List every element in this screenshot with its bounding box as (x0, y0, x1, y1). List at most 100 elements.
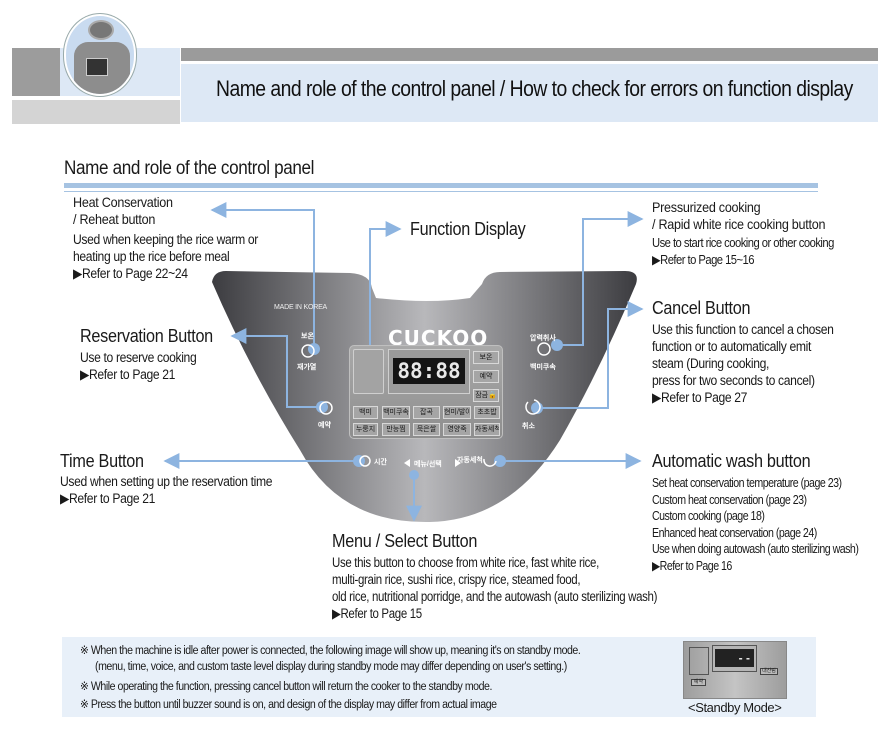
section-divider-thin (64, 191, 818, 192)
callout-ref: ▶Refer to Page 22~24 (73, 266, 188, 281)
leader-cancel (538, 301, 644, 409)
leader-function-display (369, 221, 402, 352)
reservation-clock-icon (319, 401, 333, 415)
time-button-label: 시간 (374, 459, 387, 466)
header-lightgray-block (12, 100, 180, 124)
callout-ref: ▶Refer to Page 15 (332, 606, 422, 621)
callout-title: / Rapid white rice cooking button (652, 216, 826, 232)
callout-desc: old rice, nutritional porridge, and the … (332, 589, 658, 604)
callout-desc: Custom cooking (page 18) (652, 509, 765, 523)
note-line-4: ※ Press the button until buzzer sound is… (80, 699, 497, 711)
callout-desc: Enhanced heat conservation (page 24) (652, 525, 817, 540)
autowash-button-label: 자동세척 (457, 457, 483, 464)
header-gray-block (12, 48, 60, 96)
warm-button-bottom-label: 재가열 (297, 364, 317, 371)
callout-desc: Use when doing autowash (auto sterilizin… (652, 542, 859, 556)
menu-item: 영양죽 (443, 423, 471, 436)
menu-left-arrow-icon (404, 459, 410, 467)
callout-heat-conservation: Heat Conservation / Reheat button Used w… (73, 194, 258, 282)
callout-title: Time Button (60, 451, 144, 471)
callout-cancel: Cancel Button Use this function to cance… (652, 297, 834, 406)
leader-pressurized (558, 211, 644, 346)
leader-reservation (230, 328, 322, 408)
thumbnail-knob (88, 20, 114, 40)
callout-desc: Use to reserve cooking (80, 350, 197, 365)
menu-item: 백미 (353, 406, 378, 419)
note-line-1: ※ When the machine is idle after power i… (80, 645, 581, 657)
menu-item: 자동세척 (474, 423, 500, 436)
section-title: Name and role of the control panel (64, 158, 315, 179)
callout-desc: Custom heat conservation (page 23) (652, 492, 807, 507)
callout-title: Menu / Select Button (332, 531, 478, 551)
note-line-2: (menu, time, voice, and custom taste lev… (95, 661, 567, 673)
display-digits: 88:88 (393, 358, 465, 384)
dot-reservation (316, 401, 328, 413)
callout-pressurized: Pressurized cooking / Rapid white rice c… (652, 199, 834, 268)
standby-left-button: 예약 (691, 679, 706, 686)
callout-desc: Used when setting up the reservation tim… (60, 474, 273, 489)
callout-desc: Use this function to cancel a chosen (652, 322, 834, 337)
dot-menu-select (409, 470, 419, 480)
callout-title: Pressurized cooking (652, 199, 761, 215)
callout-reservation: Reservation Button Use to reserve cookin… (80, 325, 213, 383)
display-window (388, 349, 470, 394)
autowash-icon (483, 458, 497, 467)
callout-ref: ▶Refer to Page 21 (60, 491, 156, 506)
callout-auto-wash: Automatic wash button Set heat conservat… (652, 450, 859, 574)
dot-auto-wash (494, 455, 506, 467)
menu-item: 묵은쌀 (413, 423, 440, 436)
note-line-3: ※ While operating the function, pressing… (80, 681, 492, 693)
menu-item: 현미/발아 (443, 406, 471, 419)
pressure-cook-icon (537, 342, 551, 356)
callout-title: Reservation Button (80, 326, 213, 346)
menu-select-button-label: 메뉴/선택 (414, 461, 442, 468)
display-right-label-2: 예약 (473, 370, 499, 383)
warm-reheat-icon (301, 344, 315, 358)
function-display-panel (349, 345, 503, 439)
page-title: Name and role of the control panel / How… (216, 76, 853, 101)
dot-heat-conservation (308, 343, 320, 355)
callout-title: / Reheat button (73, 211, 156, 227)
callout-desc: press for two seconds to cancel) (652, 373, 815, 388)
callout-desc: function or to automatically emit (652, 339, 811, 354)
cancel-icon (525, 399, 541, 415)
display-right-label-3: 잠금🔒 (473, 389, 499, 402)
callout-desc: steam (During cooking, (652, 356, 770, 371)
display-right-label-1: 보온 (473, 351, 499, 364)
dot-pressurized (551, 339, 563, 351)
cooker-thumbnail (64, 14, 136, 96)
callout-desc: Used when keeping the rice warm or (73, 232, 258, 247)
menu-right-arrow-icon (455, 459, 461, 467)
standby-caption: <Standby Mode> (688, 700, 782, 715)
brand-logo: CUCKOO (388, 326, 489, 350)
panel-face (212, 271, 637, 523)
dot-function-display (365, 347, 375, 357)
menu-item: 백미쿠속 (382, 406, 410, 419)
pressure-button-bottom-label: 백미쿠속 (530, 364, 556, 371)
dot-cancel (531, 402, 543, 414)
callout-title: Automatic wash button (652, 451, 811, 471)
dot-time (353, 455, 365, 467)
thumbnail-screen (86, 58, 108, 76)
cooker-status-icon (353, 349, 384, 394)
pressure-button-top-label: 압력취사 (530, 335, 556, 342)
menu-item: 만능찜 (382, 423, 410, 436)
reserve-button-label: 예약 (318, 422, 331, 429)
callout-desc: heating up the rice before meal (73, 249, 230, 264)
standby-cooker-icon (689, 647, 709, 675)
menu-item: 잡곡 (413, 406, 440, 419)
callout-desc: Use this button to choose from white ric… (332, 555, 599, 570)
menu-item: 누룽지 (353, 423, 378, 436)
callout-title: Function Display (410, 219, 526, 239)
callout-function-display: Function Display (410, 218, 526, 240)
callout-ref: ▶Refer to Page 27 (652, 390, 748, 405)
menu-item: 초초밥 (474, 406, 500, 419)
made-in-label: MADE IN KOREA (274, 304, 328, 311)
callout-ref: ▶Refer to Page 16 (652, 558, 732, 573)
callout-desc: Use to start rice cooking or other cooki… (652, 236, 834, 250)
time-clock-icon (359, 455, 371, 467)
callout-ref: ▶Refer to Page 21 (80, 367, 176, 382)
callout-desc: Set heat conservation temperature (page … (652, 476, 842, 490)
cancel-button-label: 취소 (522, 423, 535, 430)
callout-title: Heat Conservation (73, 194, 173, 210)
